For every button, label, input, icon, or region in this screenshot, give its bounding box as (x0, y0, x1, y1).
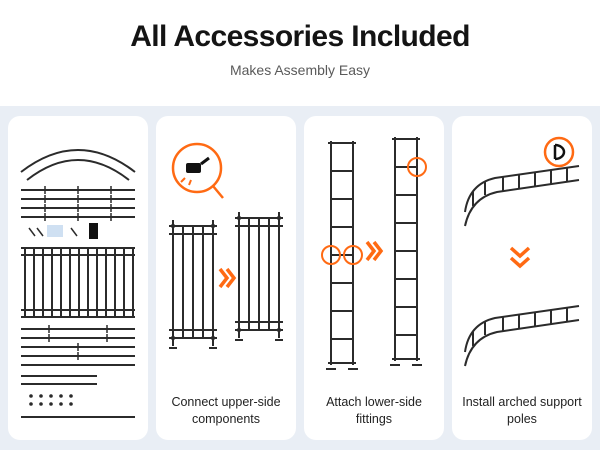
step-caption: Install arched support poles (462, 395, 582, 426)
connect-upper-drawing-icon (168, 142, 284, 349)
steps-cards-row: Connect upper-side components (8, 116, 592, 440)
step-caption (76, 428, 80, 430)
attach-lower-illustration (310, 124, 438, 390)
steps-section: Connect upper-side components (0, 106, 600, 450)
install-arched-illustration (458, 124, 586, 390)
attach-lower-drawing-icon (321, 136, 427, 370)
header: All Accessories Included Makes Assembly … (0, 0, 600, 78)
parts-kit-illustration (14, 124, 142, 426)
step-caption: Connect upper-side components (171, 395, 281, 426)
arrow-right-icon (365, 240, 384, 262)
card-install-arched: Install arched support poles (452, 116, 592, 440)
hardware-parts (28, 223, 98, 239)
step-caption: Attach lower-side fittings (326, 395, 422, 426)
card-connect-upper: Connect upper-side components (156, 116, 296, 440)
screw-dots (29, 394, 73, 406)
fitting-circle-icon (407, 157, 427, 177)
arrow-down-icon (509, 246, 531, 269)
curved-fence-bottom (464, 305, 580, 367)
fitting-circle-icon (343, 245, 363, 265)
upper-bars (21, 186, 135, 221)
page-subtitle: Makes Assembly Easy (229, 62, 371, 78)
d-clamp-callout-icon (543, 136, 575, 168)
card-parts-overview (8, 116, 148, 440)
arrow-right-icon (218, 267, 237, 289)
install-arched-drawing-icon (464, 136, 580, 367)
connect-upper-illustration (162, 124, 290, 390)
card-attach-lower: Attach lower-side fittings (304, 116, 444, 440)
fitting-circle-icon (321, 245, 341, 265)
page-title: All Accessories Included (130, 20, 470, 53)
lower-bars (21, 325, 135, 385)
picket-panel (21, 247, 135, 318)
curved-fence-top (464, 165, 580, 227)
magnifier-callout-icon (171, 142, 224, 199)
parts-kit-drawing-icon (20, 149, 136, 418)
